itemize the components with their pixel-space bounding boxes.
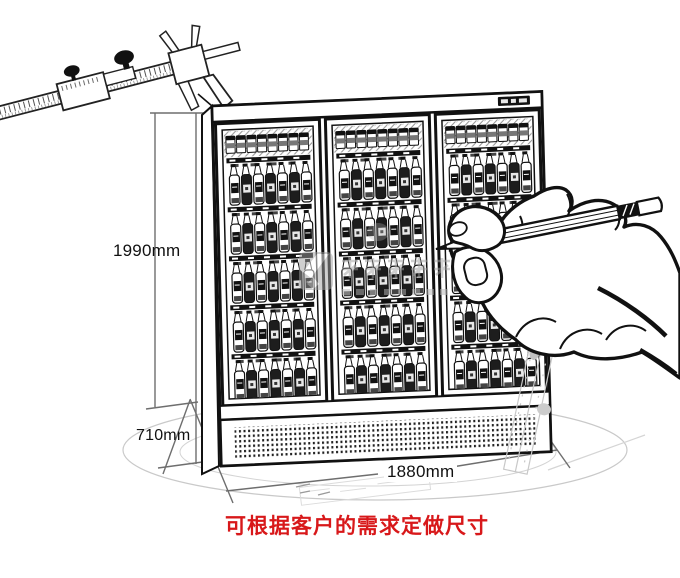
- index-finger: [448, 205, 506, 253]
- pencil-eraser: [635, 196, 663, 217]
- vernier-caliper-illustration: [0, 24, 241, 133]
- hand-holding-pencil-illustration: [435, 185, 680, 380]
- width-dimension-label: 1880mm: [384, 462, 458, 482]
- watermark: [299, 223, 478, 295]
- cooler-door-middle: [325, 115, 436, 401]
- depth-dimension-label: 710mm: [136, 427, 191, 444]
- brand-badge: [497, 95, 530, 106]
- vent-grille: [234, 414, 537, 460]
- display-cooler-illustration: [197, 90, 553, 476]
- cooler-header: [210, 90, 544, 124]
- height-dimension-label: 1990mm: [113, 241, 181, 260]
- cooler-side-panel: [201, 103, 221, 476]
- customization-caption: 可根据客户的需求定做尺寸: [225, 515, 489, 538]
- thumb-nail: [463, 256, 489, 287]
- pencil-ferrule: [617, 201, 640, 220]
- index-finger-nail: [448, 221, 468, 237]
